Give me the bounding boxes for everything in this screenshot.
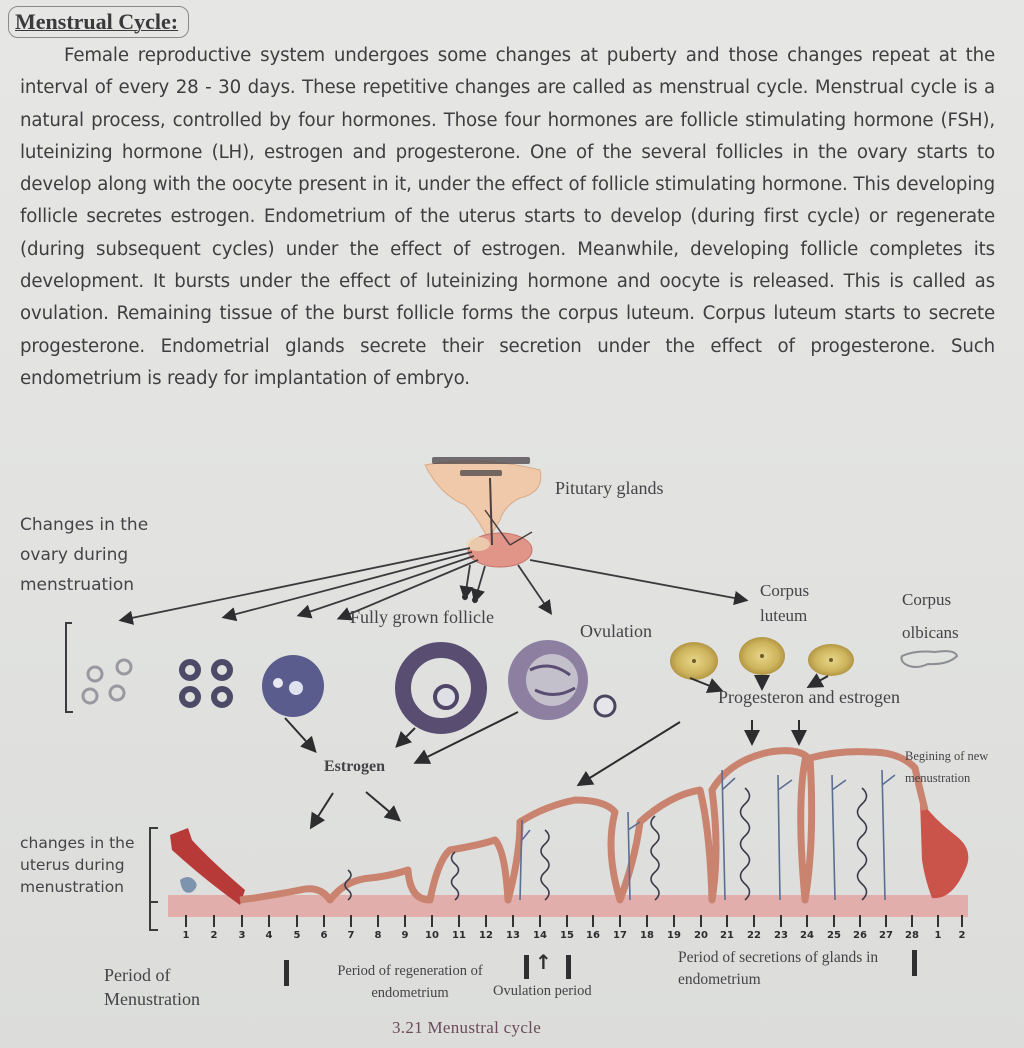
day-tick: 20 (690, 915, 712, 941)
ovulation-arrow-icon: ↑ (535, 950, 552, 974)
day-tick: 23 (770, 915, 792, 941)
day-tick: 6 (313, 915, 335, 941)
day-tick: 3 (231, 915, 253, 941)
ovulation-label: Ovulation (580, 621, 652, 641)
progesterone-estrogen-label: Progesteron and estrogen (718, 687, 900, 707)
day-tick: 1 (175, 915, 197, 941)
day-tick: 21 (716, 915, 738, 941)
secondary-follicle (262, 655, 324, 717)
day-tick: 10 (421, 915, 443, 941)
day-tick: 1 (927, 915, 949, 941)
day-tick: 4 (258, 915, 280, 941)
ovulation-phase-label: Ovulation period (493, 983, 592, 999)
day-tick: 7 (340, 915, 362, 941)
figure-caption: 3.21 Menustral cycle (392, 1018, 542, 1037)
secretion-phase-label: Period of secretions of glands in endome… (678, 949, 879, 988)
primary-follicles (179, 659, 233, 708)
day-tick: 19 (663, 915, 685, 941)
day-tick: 22 (743, 915, 765, 941)
pituitary-gland-illustration (424, 457, 542, 568)
corpus-albicans-label: Corpus olbicans (902, 590, 959, 642)
day-tick: 26 (849, 915, 871, 941)
endometrium-outline (239, 747, 929, 904)
ovulating-follicle (508, 640, 617, 720)
regeneration-phase-label: Period of regeneration of endometrium (337, 963, 483, 1001)
graafian-follicle (395, 642, 487, 734)
day-tick: 24 (796, 915, 818, 941)
menstrual-shedding (170, 828, 245, 905)
day-tick: 16 (582, 915, 604, 941)
section-heading: Menstrual Cycle: (8, 6, 190, 38)
day-tick: 9 (394, 915, 416, 941)
primordial-follicles (81, 658, 133, 705)
day-tick: 11 (448, 915, 470, 941)
day-tick: 14 (529, 915, 551, 941)
day-tick: 8 (367, 915, 389, 941)
estrogen-label: Estrogen (324, 758, 386, 775)
phase-divider-marker (284, 960, 289, 986)
day-tick: 18 (636, 915, 658, 941)
menstruation-phase-label: Period of Menustration (104, 965, 200, 1009)
day-tick: 2 (203, 915, 225, 941)
phase-divider-marker (912, 950, 917, 976)
day-tick: 25 (823, 915, 845, 941)
day-tick: 5 (286, 915, 308, 941)
day-tick: 12 (475, 915, 497, 941)
ovary-changes-label: Changes in the ovary during menstruation (20, 515, 149, 595)
phase-divider-marker (524, 955, 529, 979)
new-menstruation-label: Begining of new menustration (905, 749, 989, 785)
corpus-albicans-illustration (900, 650, 959, 668)
day-tick: 15 (556, 915, 578, 941)
corpus-luteum-label: Corpus luteum (760, 581, 810, 625)
fully-grown-follicle-label: Fully grown follicle (350, 607, 494, 627)
day-tick: 2 (951, 915, 973, 941)
uterus-changes-label: changes in the uterus during menustratio… (20, 834, 135, 896)
pituitary-label: Pitutary glands (555, 478, 664, 498)
day-tick: 28 (901, 915, 923, 941)
phase-divider-marker (566, 955, 571, 979)
day-tick: 27 (875, 915, 897, 941)
day-tick: 17 (609, 915, 631, 941)
day-tick: 13 (502, 915, 524, 941)
corpus-luteum-illustrations (670, 637, 854, 680)
body-paragraph: Female reproductive system undergoes som… (20, 45, 995, 389)
endometrium-basal-layer (168, 895, 968, 917)
day-scale: 1 2 3 4 5 6 7 8 9 10 11 12 13 14 15 16 1… (170, 915, 970, 955)
